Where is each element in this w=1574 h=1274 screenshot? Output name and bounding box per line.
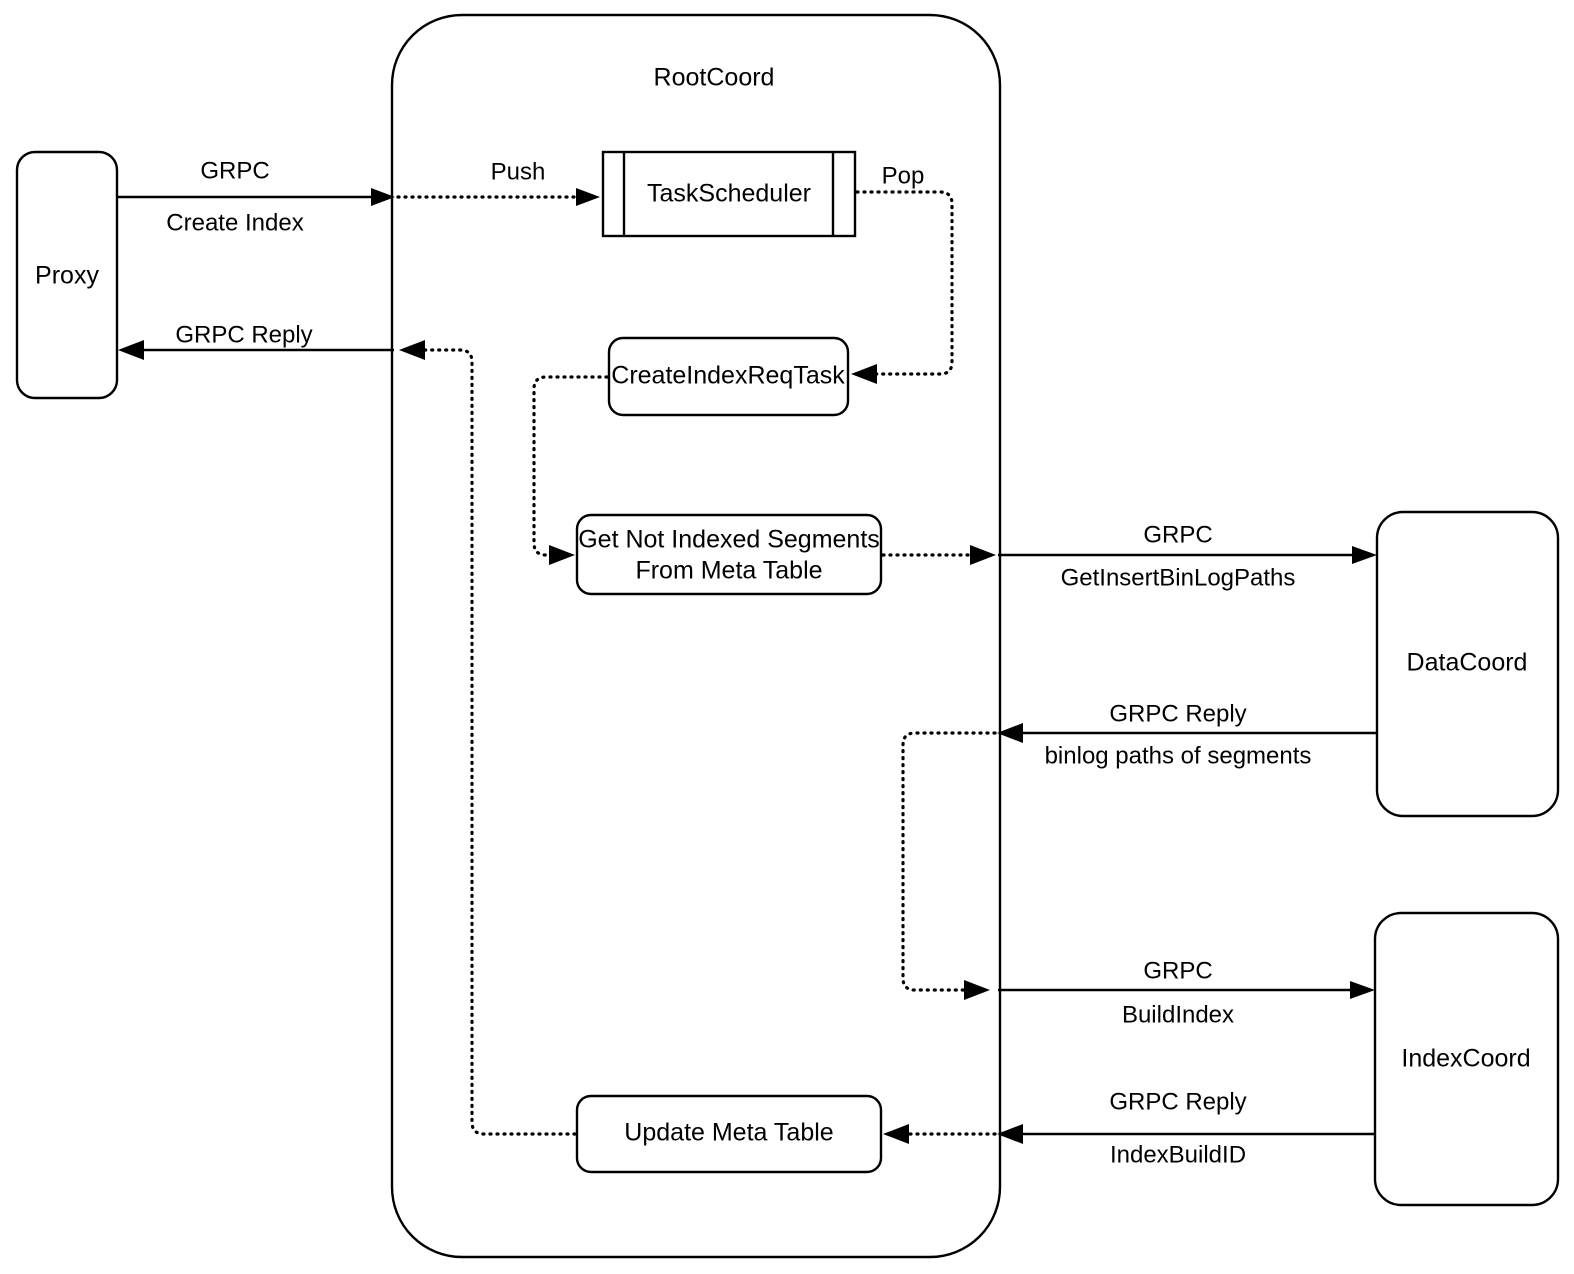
edge-label-binlog-paths: binlog paths of segments (1045, 742, 1312, 769)
rootcoord-title: RootCoord (654, 64, 775, 92)
edge-pop-arrowhead (851, 364, 877, 384)
rootcoord-container-shape (390, 13, 1002, 1259)
edge-label-grpc-create: GRPC (200, 157, 269, 184)
edge-rootcoord-reply-to-proxy: GRPC Reply (118, 321, 394, 360)
edge-updatemeta-to-reply-line (422, 348, 577, 1136)
datacoord-label: DataCoord (1407, 649, 1528, 677)
edge-label-grpc-getinsertbinlogpaths-top: GRPC (1143, 521, 1212, 548)
edge-push-to-taskscheduler: Push (396, 158, 600, 206)
edge-updatemeta-to-reply-arrowhead (399, 340, 425, 360)
edge-label-getinsertbinlogpaths: GetInsertBinLogPaths (1061, 564, 1296, 591)
edge-datacoord-reply-arrowhead (997, 723, 1023, 743)
get-not-indexed-segments-label-line1: Get Not Indexed Segments (578, 526, 880, 554)
edge-proxy-to-rootcoord: GRPC Create Index (117, 157, 395, 236)
edge-getsegments-to-border-arrowhead (970, 545, 996, 565)
createindexreqtask-shape[interactable] (607, 336, 850, 417)
edge-pop-to-createindexreqtask: Pop (851, 162, 954, 384)
node-update-meta-table[interactable]: Update Meta Table (575, 1094, 883, 1174)
edge-label-create-index: Create Index (166, 209, 303, 236)
edge-rootcoord-to-indexcoord-arrowhead (1350, 981, 1375, 999)
edge-label-buildindex: BuildIndex (1122, 1001, 1234, 1028)
edge-binlog-to-buildindex-bridge-line (901, 731, 997, 992)
edge-updatemeta-to-reply (399, 340, 577, 1136)
update-meta-table-shape[interactable] (575, 1094, 883, 1174)
node-indexcoord[interactable]: IndexCoord (1373, 911, 1560, 1207)
edge-label-pop: Pop (882, 162, 925, 189)
edge-binlog-to-buildindex-bridge (901, 731, 997, 1000)
edge-indexcoord-reply-arrowhead (997, 1124, 1023, 1144)
node-proxy[interactable]: Proxy (15, 150, 119, 400)
edge-border-to-updatemeta (883, 1124, 997, 1144)
update-meta-table-label: Update Meta Table (624, 1119, 833, 1147)
edge-createtask-to-getsegments-arrowhead (549, 545, 575, 565)
edge-label-grpc-reply-indexbuildid: GRPC Reply (1109, 1088, 1246, 1115)
edge-getsegments-to-border (881, 545, 996, 565)
edge-rootcoord-to-datacoord-arrowhead (1352, 546, 1377, 564)
edge-label-push: Push (491, 158, 546, 185)
get-not-indexed-segments-label-line2: From Meta Table (635, 557, 822, 585)
edge-rootcoord-reply-to-proxy-arrowhead (118, 340, 144, 360)
createindexreqtask-label: CreateIndexReqTask (611, 362, 845, 390)
edge-proxy-to-rootcoord-arrowhead (371, 188, 395, 206)
edge-push-arrowhead (576, 188, 600, 206)
datacoord-shape[interactable] (1375, 510, 1560, 818)
get-not-indexed-segments-shape[interactable] (575, 513, 883, 596)
edge-pop-line (855, 190, 954, 376)
indexcoord-shape[interactable] (1373, 911, 1560, 1207)
proxy-shape[interactable] (15, 150, 119, 400)
node-taskscheduler[interactable]: TaskScheduler (601, 150, 857, 238)
node-get-not-indexed-segments[interactable]: Get Not Indexed Segments From Meta Table (575, 513, 883, 596)
taskscheduler-shape[interactable] (601, 150, 857, 238)
edge-binlog-to-buildindex-bridge-arrowhead (964, 980, 990, 1000)
edge-indexcoord-reply: GRPC Reply IndexBuildID (997, 1088, 1375, 1168)
edge-rootcoord-to-datacoord: GRPC GetInsertBinLogPaths (998, 521, 1377, 591)
container-rootcoord: RootCoord (390, 13, 1002, 1259)
edge-label-grpc-buildindex-top: GRPC (1143, 957, 1212, 984)
indexcoord-label: IndexCoord (1401, 1045, 1530, 1073)
edge-datacoord-reply: GRPC Reply binlog paths of segments (997, 700, 1377, 769)
node-createindexreqtask[interactable]: CreateIndexReqTask (607, 336, 850, 417)
taskscheduler-label: TaskScheduler (647, 180, 811, 208)
node-datacoord[interactable]: DataCoord (1375, 510, 1560, 818)
edge-createtask-to-getsegments (532, 375, 609, 565)
edge-rootcoord-to-indexcoord: GRPC BuildIndex (998, 957, 1375, 1028)
edge-border-to-updatemeta-arrowhead (883, 1124, 909, 1144)
edge-label-grpc-reply-binlog: GRPC Reply (1109, 700, 1246, 727)
proxy-label: Proxy (35, 262, 99, 290)
edge-label-grpc-reply-proxy: GRPC Reply (175, 321, 312, 348)
edge-label-indexbuildid: IndexBuildID (1110, 1141, 1246, 1168)
